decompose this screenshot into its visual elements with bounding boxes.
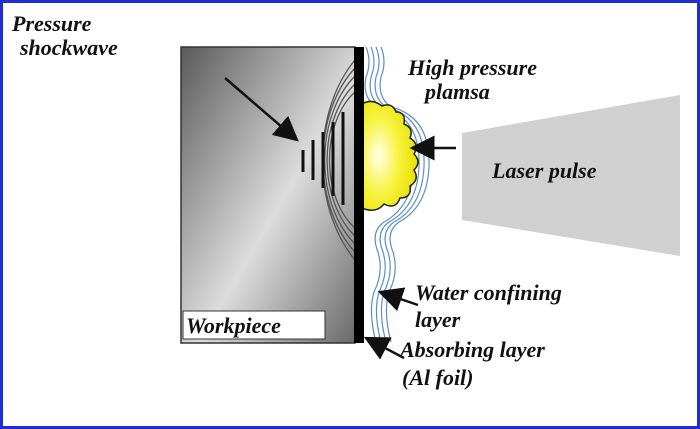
workpiece-label-box	[182, 310, 326, 340]
laser-beam	[462, 95, 680, 256]
layer-label: layer	[415, 307, 461, 332]
water-label: Water confining	[415, 280, 562, 305]
shockwave-label: shockwave	[19, 35, 118, 60]
shockwave-arrow	[224, 77, 299, 142]
absorbing-label: Absorbing layer	[398, 337, 545, 362]
absorbing-layer	[354, 47, 364, 343]
plasma-label: plamsa	[423, 79, 490, 104]
absorbing-arrow	[363, 336, 405, 360]
shockwave-fronts	[301, 112, 345, 205]
workpiece-label: Workpiece	[186, 313, 281, 338]
water-arrow	[377, 287, 419, 312]
laser-pulse-label: Laser pulse	[491, 158, 597, 183]
al-foil-label: (Al foil)	[402, 365, 474, 390]
pressure-label: Pressure	[11, 11, 92, 36]
high-pressure-label: High pressure	[407, 55, 537, 80]
plasma	[361, 100, 419, 211]
